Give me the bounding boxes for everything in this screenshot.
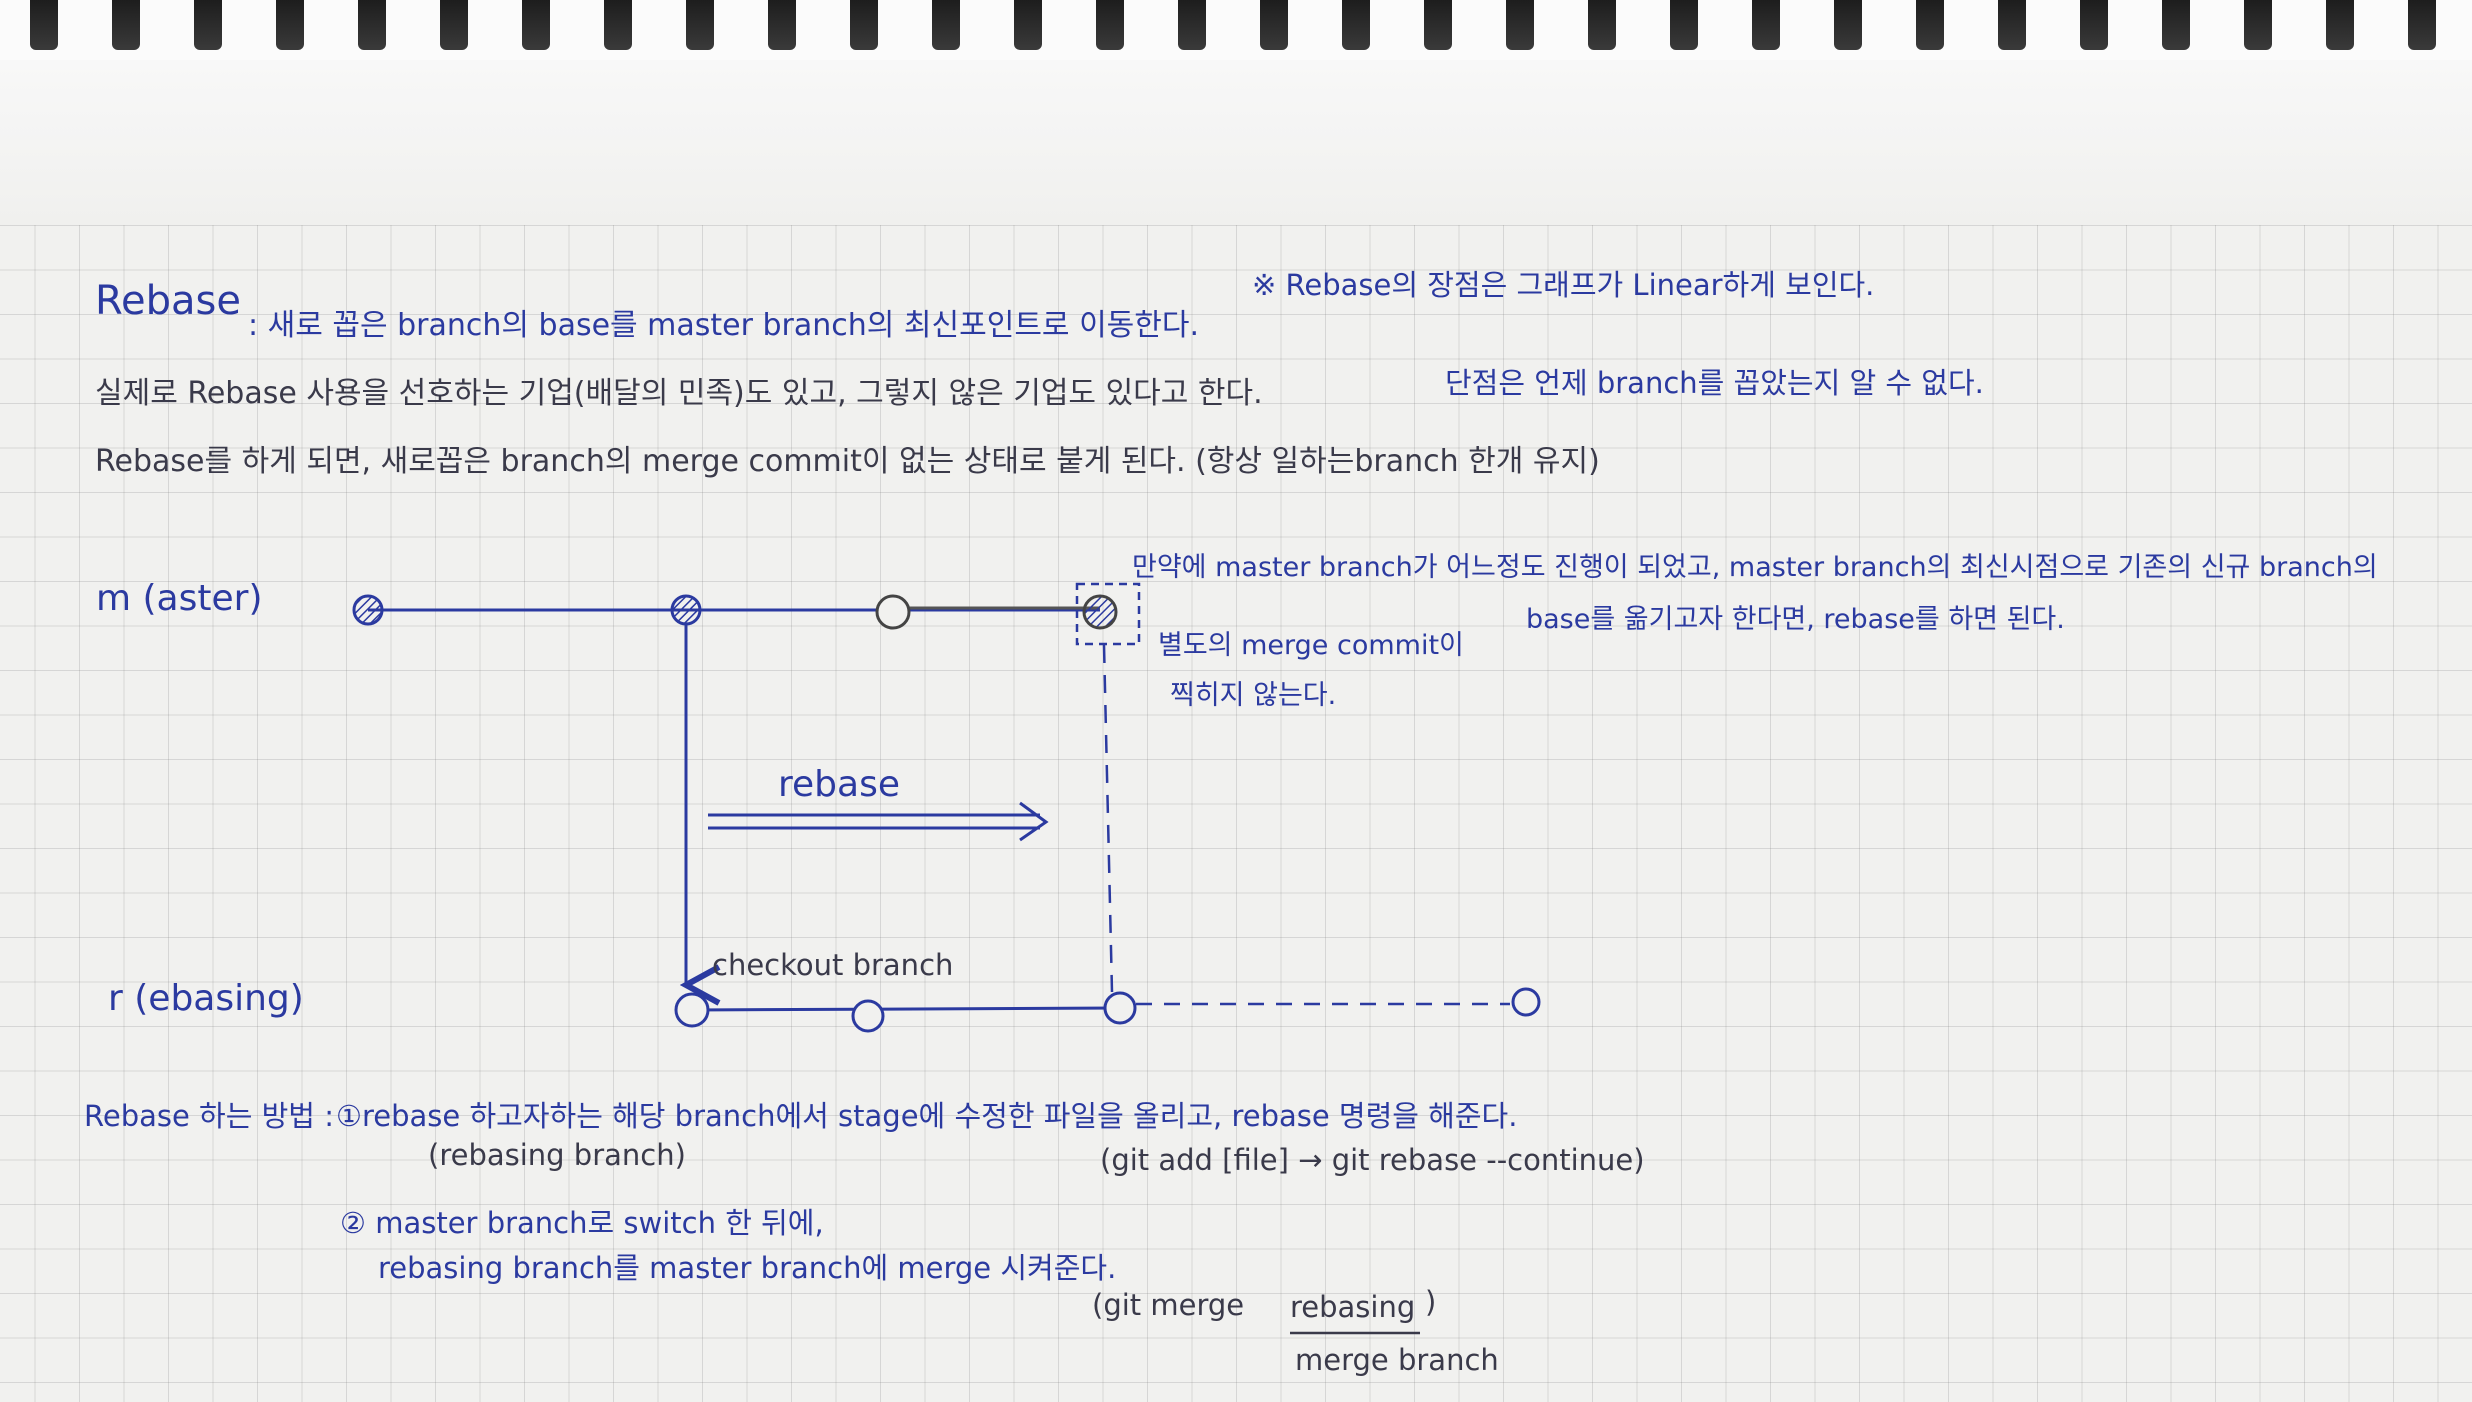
binding-ring bbox=[1342, 0, 1370, 50]
binding-ring bbox=[112, 0, 140, 50]
howto-step-2-line-2: rebasing branch를 master branch에 merge 시켜… bbox=[378, 1251, 1117, 1285]
howto-step-2-line-1: ② master branch로 switch 한 뒤에, bbox=[340, 1206, 824, 1240]
rebased-tip-highlight bbox=[1075, 582, 1141, 646]
binding-ring bbox=[850, 0, 878, 50]
binding-ring bbox=[358, 0, 386, 50]
rebase-arrow-label: rebase bbox=[778, 764, 900, 805]
rebasing-branch-line bbox=[691, 1006, 1119, 1012]
binding-ring bbox=[768, 0, 796, 50]
binding-ring bbox=[2162, 0, 2190, 50]
note-demerit: 단점은 언제 branch를 꼽았는지 알 수 없다. bbox=[1445, 366, 1984, 400]
rebasing-commit-3 bbox=[1103, 991, 1137, 1025]
binding-ring bbox=[2326, 0, 2354, 50]
binding-ring bbox=[1916, 0, 1944, 50]
binding-ring bbox=[194, 0, 222, 50]
binding-ring bbox=[604, 0, 632, 50]
binding-ring bbox=[1014, 0, 1042, 50]
binding-ring bbox=[932, 0, 960, 50]
howto-step-1-sub: (rebasing branch) bbox=[428, 1138, 686, 1172]
binding-ring bbox=[686, 0, 714, 50]
rebasing-commit-2 bbox=[851, 999, 885, 1033]
binding-ring bbox=[440, 0, 468, 50]
binding-ring bbox=[1424, 0, 1452, 50]
binding-ring bbox=[1178, 0, 1206, 50]
master-commit-2 bbox=[670, 594, 702, 626]
howto-step-1: ①rebase 하고자하는 해당 branch에서 stage에 수정한 파일을… bbox=[336, 1099, 1518, 1133]
binding-ring bbox=[1670, 0, 1698, 50]
howto-step-1-command: (git add [file] → git rebase --continue) bbox=[1100, 1143, 1645, 1177]
binding-ring bbox=[2244, 0, 2272, 50]
merge-note-line-1: 별도의 merge commit이 bbox=[1158, 630, 1464, 661]
binding-ring bbox=[1588, 0, 1616, 50]
merge-note-line-2: 찍히지 않는다. bbox=[1170, 680, 1337, 711]
binding-ring bbox=[1834, 0, 1862, 50]
binding-ring bbox=[1260, 0, 1288, 50]
howto-step-2-command-close: ) bbox=[1425, 1285, 1437, 1319]
grid-paper bbox=[0, 225, 2472, 1402]
binding-ring bbox=[30, 0, 58, 50]
note-title-word: Rebase bbox=[95, 278, 241, 324]
howto-step-2-command-note: merge branch bbox=[1295, 1343, 1499, 1377]
diagram-annotation-line-2: base를 옮기고자 한다면, rebase를 하면 된다. bbox=[1526, 604, 2065, 635]
binding-ring bbox=[276, 0, 304, 50]
master-commit-1 bbox=[352, 594, 384, 626]
checkout-branch-label: checkout branch bbox=[712, 948, 954, 982]
master-branch-label: m (aster) bbox=[96, 578, 263, 619]
binding-ring bbox=[522, 0, 550, 50]
note-title-rest: : 새로 꼽은 branch의 base를 master branch의 최신포… bbox=[248, 308, 1200, 343]
binding-ring bbox=[2080, 0, 2108, 50]
binding-ring bbox=[1752, 0, 1780, 50]
rebase-dashed-link bbox=[1102, 644, 1114, 993]
howto-step-2-command-open: (git merge bbox=[1092, 1288, 1245, 1322]
rebasing-commit-1 bbox=[674, 992, 710, 1028]
page-header-band bbox=[0, 60, 2472, 225]
master-commit-4 bbox=[1082, 594, 1118, 630]
note-line-2: Rebase를 하게 되면, 새로꼽은 branch의 merge commit… bbox=[95, 444, 1600, 479]
binding-ring bbox=[1096, 0, 1124, 50]
note-line-1: 실제로 Rebase 사용을 선호하는 기업(배달의 민족)도 있고, 그렇지 … bbox=[95, 376, 1263, 411]
rebasing-branch-label: r (ebasing) bbox=[108, 978, 304, 1019]
binding-ring bbox=[1998, 0, 2026, 50]
note-merit: ※ Rebase의 장점은 그래프가 Linear하게 보인다. bbox=[1252, 268, 1875, 302]
rebasing-commit-future bbox=[1511, 987, 1541, 1017]
rebase-arrowhead bbox=[1019, 801, 1049, 842]
binding-ring bbox=[1506, 0, 1534, 50]
spiral-binding bbox=[0, 0, 2472, 60]
binding-ring bbox=[2408, 0, 2436, 50]
diagram-annotation-line-1: 만약에 master branch가 어느정도 진행이 되었고, master … bbox=[1132, 552, 2378, 583]
master-commit-3 bbox=[875, 594, 911, 630]
howto-step-2-command-arg: rebasing bbox=[1290, 1290, 1416, 1324]
howto-title: Rebase 하는 방법 : bbox=[84, 1099, 334, 1133]
